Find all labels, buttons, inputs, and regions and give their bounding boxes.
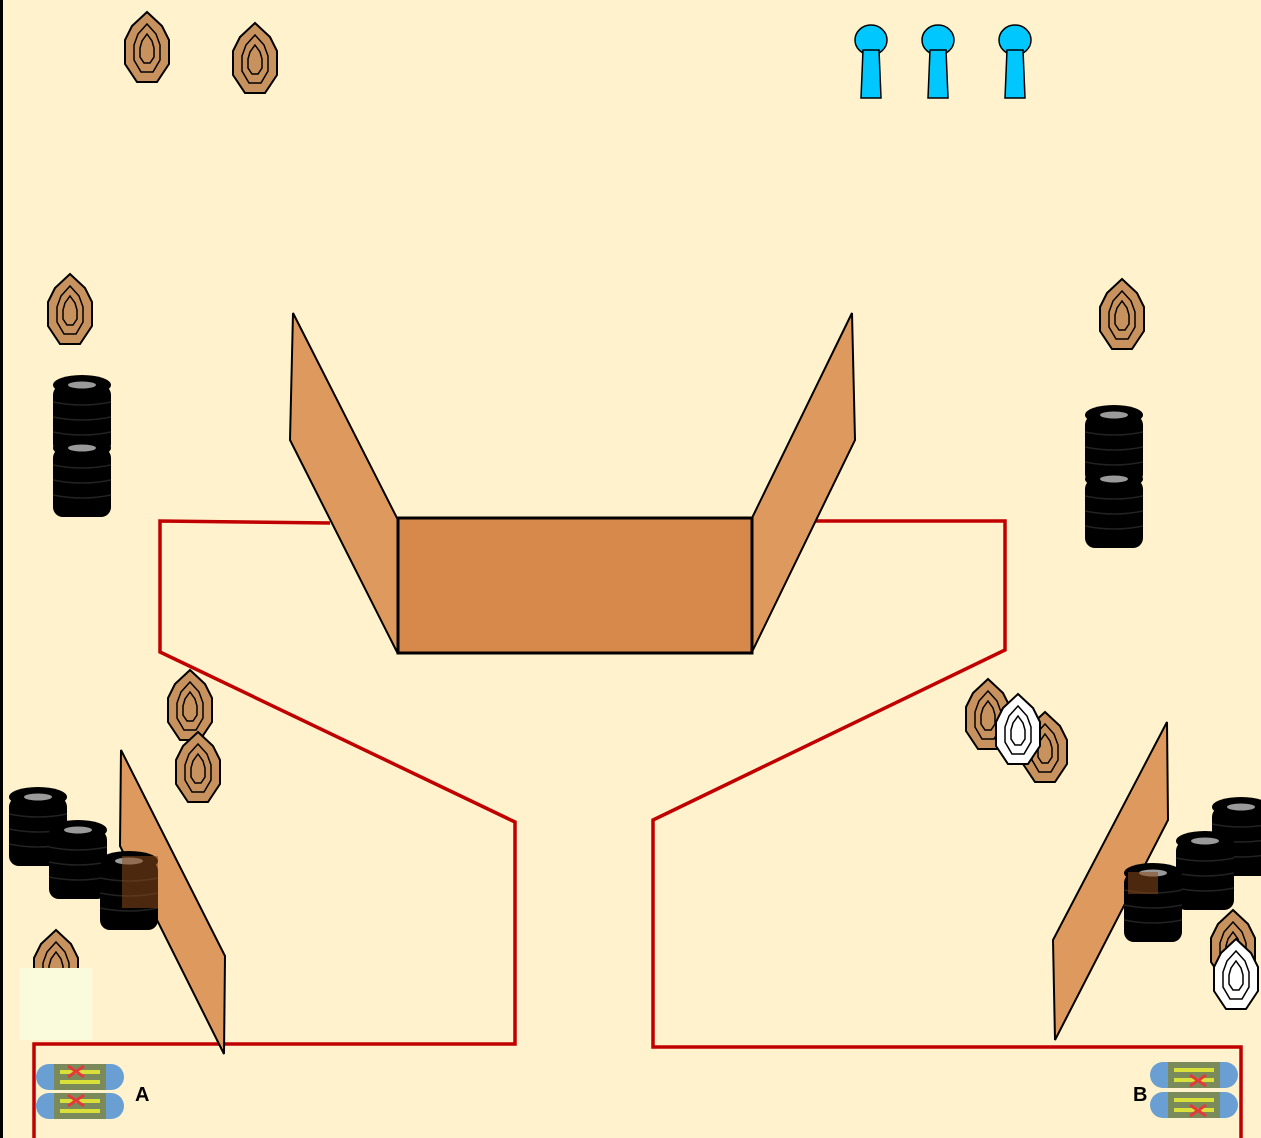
barrel-stack bbox=[53, 438, 111, 517]
shoes-icon bbox=[36, 1093, 124, 1119]
barrel-shadow bbox=[122, 856, 158, 908]
shoes-icon bbox=[1150, 1092, 1238, 1118]
shoes-icon bbox=[1150, 1062, 1238, 1088]
barrel-stack bbox=[49, 820, 107, 899]
barrel-shadow bbox=[1128, 872, 1158, 894]
light-patch bbox=[20, 968, 92, 1040]
start-label-a: A bbox=[135, 1084, 149, 1106]
shoes-icon bbox=[36, 1064, 124, 1090]
wall-center-panel bbox=[398, 518, 752, 653]
barrel-stack bbox=[1085, 469, 1143, 548]
start-label-b: B bbox=[1133, 1084, 1147, 1106]
barrel-stack bbox=[1176, 831, 1234, 910]
